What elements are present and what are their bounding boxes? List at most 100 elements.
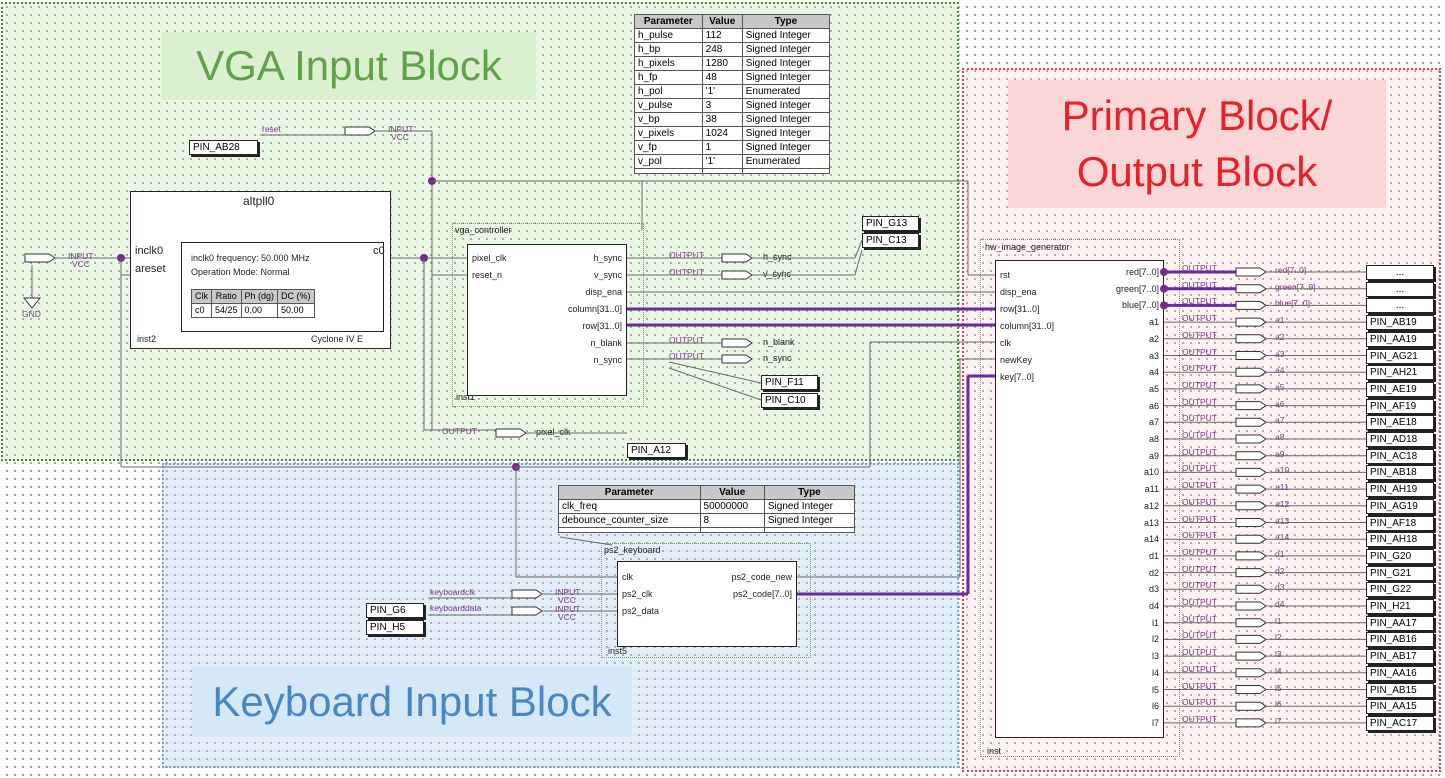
wire [668,367,762,401]
output-pin-box[interactable]: PIN_AH21 [1366,365,1434,381]
hw-output-port[interactable] [1235,701,1267,711]
output-pin-box[interactable]: PIN_AC17 [1366,715,1434,731]
output-pin-box[interactable]: PIN_H21 [1366,599,1434,614]
output-pin-box[interactable]: PIN_AB15 [1366,682,1434,698]
altpll0-block[interactable]: altpll0 inclk0 areset c0 inclk0 frequenc… [130,191,391,349]
output-pin-box[interactable]: PIN_AF19 [1366,398,1434,414]
pixel-clk-output-port[interactable] [495,428,527,438]
pin-reset[interactable]: PIN_AB28 [189,140,258,155]
pin-n-blank[interactable]: PIN_F11 [761,375,818,390]
hw-output-port[interactable] [1235,668,1267,678]
hw-output-port[interactable] [1235,484,1267,494]
pin-n-sync[interactable]: PIN_C10 [761,393,818,408]
hw-output-port[interactable] [1235,618,1267,628]
hw-image-generator-out-port: d3 [1148,584,1159,595]
pin-keyboardclk[interactable]: PIN_G6 [366,603,424,618]
n-blank-output-port[interactable] [721,338,753,348]
hw-output-port[interactable] [1235,300,1267,310]
hw-output-port[interactable] [1235,284,1267,294]
pin-v-sync[interactable]: PIN_C13 [862,233,919,248]
hw-output-port[interactable] [1235,367,1267,377]
hw-output-port[interactable] [1235,584,1267,594]
hw-output-port[interactable] [1235,601,1267,611]
output-pin-box[interactable]: PIN_G21 [1366,565,1434,581]
hw-output-port[interactable] [1235,384,1267,394]
reset-input-port[interactable] [344,126,376,136]
output-pin-box[interactable]: PIN_G22 [1366,582,1434,598]
hw-output-port[interactable] [1235,267,1267,277]
output-pin-box[interactable]: PIN_AE19 [1366,381,1434,397]
keyboardclk-net-label: keyboardclk [430,587,476,597]
output-type-label: OUTPUT [1182,546,1217,557]
hw-output-port[interactable] [1235,518,1267,527]
hw-output-net-label: a10 [1275,465,1290,476]
altpll-info-box: inclk0 frequency: 50.000 MHz Operation M… [181,242,384,332]
hw-image-generator-in-port: rst [1000,270,1010,280]
hw-output-port[interactable] [1235,568,1267,578]
output-pin-box[interactable]: PIN_AB19 [1366,315,1434,331]
keyboardclk-input-port[interactable] [511,589,543,599]
keyboarddata-input-port[interactable] [511,606,543,616]
output-type-label: OUTPUT [1182,530,1217,541]
output-pin-box[interactable]: PIN_AF18 [1366,515,1434,531]
output-pin-box[interactable]: ... [1366,298,1434,314]
pin-keyboarddata[interactable]: PIN_H5 [366,620,424,635]
hw-output-port[interactable] [1235,651,1267,661]
output-pin-box[interactable]: PIN_AD18 [1366,432,1434,447]
output-pin-box[interactable]: PIN_AA17 [1366,615,1434,631]
altpll-port-c0: c0 [373,245,385,257]
hw-output-port[interactable] [1235,551,1267,561]
output-pin-box[interactable]: PIN_AB16 [1366,632,1434,648]
n-sync-output-port[interactable] [721,354,753,364]
output-pin-box[interactable]: PIN_AB17 [1366,649,1434,665]
output-type-label: OUTPUT [1182,279,1217,290]
altpll-mode-text: Operation Mode: Normal [191,267,290,277]
hw-output-port[interactable] [1235,467,1267,477]
hw-output-port[interactable] [1235,718,1267,728]
hw-image-generator-out-port: l5 [1151,684,1159,695]
output-type-label: OUTPUT [669,267,704,277]
hw-image-generator-out-port: green[7..0] [1115,283,1159,294]
hw-output-port[interactable] [1235,501,1267,511]
hw-output-port[interactable] [1235,351,1267,360]
output-pin-box[interactable]: PIN_AH19 [1366,482,1434,498]
hw-output-port[interactable] [1235,685,1267,694]
hw-image-generator-in-port: key[7..0] [1000,372,1035,382]
hw-output-port[interactable] [1235,434,1267,444]
output-pin-box[interactable]: PIN_AA16 [1366,665,1434,681]
output-pin-box[interactable]: PIN_G20 [1366,548,1434,564]
hw-output-port[interactable] [1235,634,1267,644]
pin-h-sync[interactable]: PIN_G13 [862,216,919,231]
output-pin-box[interactable]: PIN_AC18 [1366,448,1434,464]
hw-output-port[interactable] [1235,417,1267,427]
clock-input-port[interactable] [24,253,56,263]
v-sync-output-port[interactable] [721,270,753,280]
hw-output-port[interactable] [1235,334,1267,344]
pin-pixel-clk[interactable]: PIN_A12 [627,443,686,458]
output-pin-box[interactable]: ... [1366,281,1434,297]
output-pin-box[interactable]: PIN_AA15 [1366,699,1434,715]
output-pin-box[interactable]: PIN_AE18 [1366,415,1434,431]
output-pin-box[interactable]: PIN_AA19 [1366,331,1434,347]
hw-image-generator-out-port: l7 [1151,717,1159,728]
ps2-keyboard-in-port: ps2_data [622,606,660,616]
output-pin-box[interactable]: ... [1366,265,1434,280]
output-pin-box[interactable]: PIN_AG19 [1366,498,1434,514]
hw-output-port[interactable] [1235,401,1267,411]
output-pin-box[interactable]: PIN_AH18 [1366,532,1434,548]
output-pin-box[interactable]: PIN_AB18 [1366,465,1434,481]
hw-output-port[interactable] [1235,317,1267,327]
h-sync-output-port[interactable] [721,253,753,263]
output-type-label: OUTPUT [1182,713,1217,724]
hw-output-port[interactable] [1235,534,1267,544]
input-type-label: INPUT [555,587,581,597]
output-pin-box[interactable]: PIN_AG21 [1366,348,1434,364]
hw-output-port[interactable] [1235,451,1267,461]
